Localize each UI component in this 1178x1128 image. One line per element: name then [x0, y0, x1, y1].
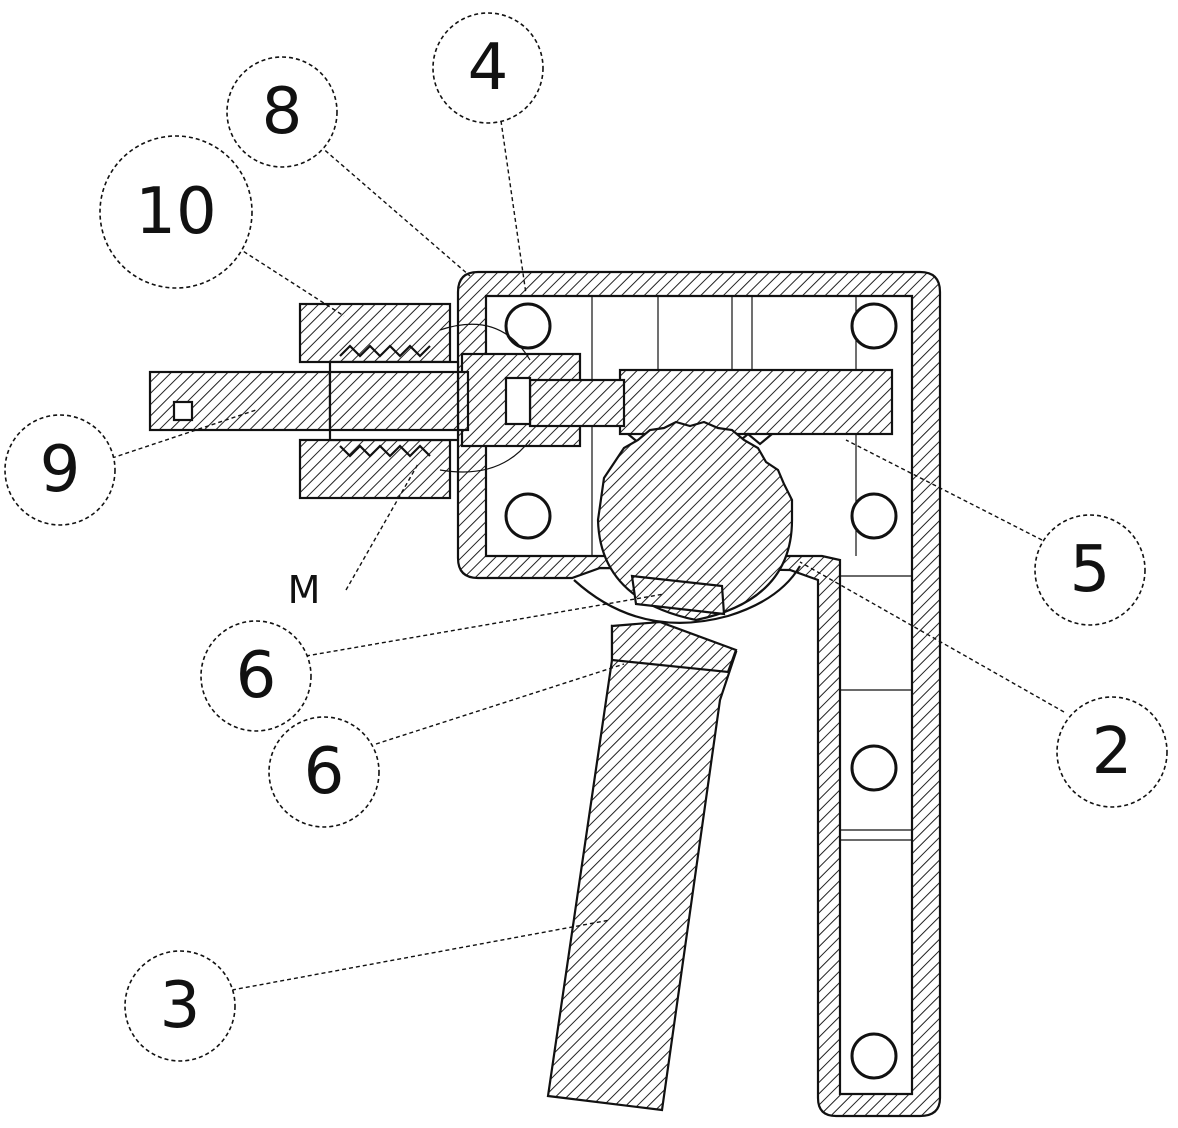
callout-5: 5 — [1035, 515, 1145, 625]
callout-4: 4 — [433, 13, 543, 123]
callout-10-label: 10 — [135, 175, 216, 249]
callout-6-upper: 6 — [201, 621, 311, 731]
m-label: M — [288, 568, 321, 612]
lever-handle — [548, 622, 736, 1110]
callout-5-label: 5 — [1070, 533, 1111, 607]
bolt-hole-lower-right — [852, 746, 896, 790]
callout-3: 3 — [125, 951, 235, 1061]
callout-8-label: 8 — [262, 75, 303, 149]
callout-6-lower: 6 — [269, 717, 379, 827]
bolt-hole-mid-right — [852, 494, 896, 538]
callout-2: 2 — [1057, 697, 1167, 807]
callout-2-label: 2 — [1092, 715, 1133, 789]
bolt-hole-top-right — [852, 304, 896, 348]
callout-6-upper-label: 6 — [236, 639, 277, 713]
bolt-hole-top-left — [506, 304, 550, 348]
callout-8: 8 — [227, 57, 337, 167]
callout-10: 10 — [100, 136, 252, 288]
callout-9-label: 9 — [40, 433, 81, 507]
callout-4-label: 4 — [468, 31, 509, 105]
callout-3-label: 3 — [160, 969, 201, 1043]
callout-6-lower-label: 6 — [304, 735, 345, 809]
callout-9: 9 — [5, 415, 115, 525]
bolt-hole-bottom-right — [852, 1034, 896, 1078]
bolt-hole-mid-left — [506, 494, 550, 538]
